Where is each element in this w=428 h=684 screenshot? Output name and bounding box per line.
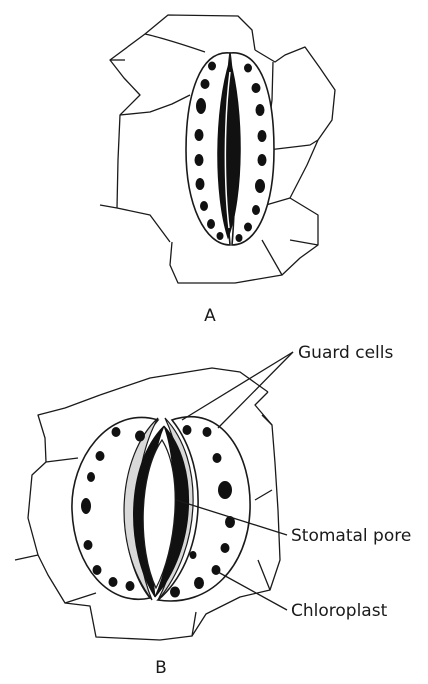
chloroplast — [109, 577, 118, 587]
chloroplast — [252, 205, 260, 215]
chloroplast — [258, 154, 267, 166]
stomatal-pore-label: Stomatal pore — [291, 526, 411, 546]
chloroplast — [196, 178, 205, 190]
chloroplast — [200, 201, 208, 211]
chloroplast — [217, 232, 224, 240]
chloroplast — [183, 425, 192, 435]
guard-cells-pointer-left — [182, 352, 293, 420]
chloroplast — [212, 565, 221, 575]
guard-cells-pointer-right — [218, 352, 293, 428]
panel-b: Guard cells Stomatal pore Chloroplast B — [15, 343, 411, 678]
chloroplast — [258, 130, 267, 142]
chloroplast-label: Chloroplast — [291, 601, 388, 621]
chloroplast — [96, 451, 105, 461]
chloroplast — [244, 64, 252, 73]
chloroplast — [126, 581, 135, 591]
chloroplast — [236, 234, 243, 242]
panel-a-label: A — [204, 306, 216, 326]
chloroplast — [196, 98, 206, 114]
chloroplast — [195, 129, 204, 141]
chloroplast — [84, 540, 93, 550]
chloroplast — [244, 223, 252, 232]
chloroplast — [203, 427, 212, 437]
chloroplast — [87, 472, 95, 482]
chloroplast — [81, 498, 91, 514]
chloroplast — [195, 154, 204, 166]
chloroplast — [221, 543, 230, 553]
panel-a: A — [100, 15, 335, 326]
chloroplast — [194, 577, 204, 589]
chloroplast — [255, 179, 265, 193]
chloroplast — [201, 79, 210, 89]
guard-cells-label: Guard cells — [298, 343, 394, 363]
chloroplast — [213, 453, 222, 463]
chloroplast — [207, 219, 215, 229]
chloroplast — [218, 481, 232, 499]
chloroplast — [256, 104, 265, 116]
chloroplast — [190, 551, 197, 559]
chloroplast — [93, 565, 102, 575]
panel-b-label: B — [155, 658, 167, 678]
chloroplast-pointer — [218, 572, 287, 610]
chloroplast — [208, 62, 216, 71]
chloroplast — [170, 587, 180, 598]
chloroplast — [112, 427, 121, 437]
chloroplast — [135, 431, 145, 442]
chloroplast — [252, 83, 261, 93]
